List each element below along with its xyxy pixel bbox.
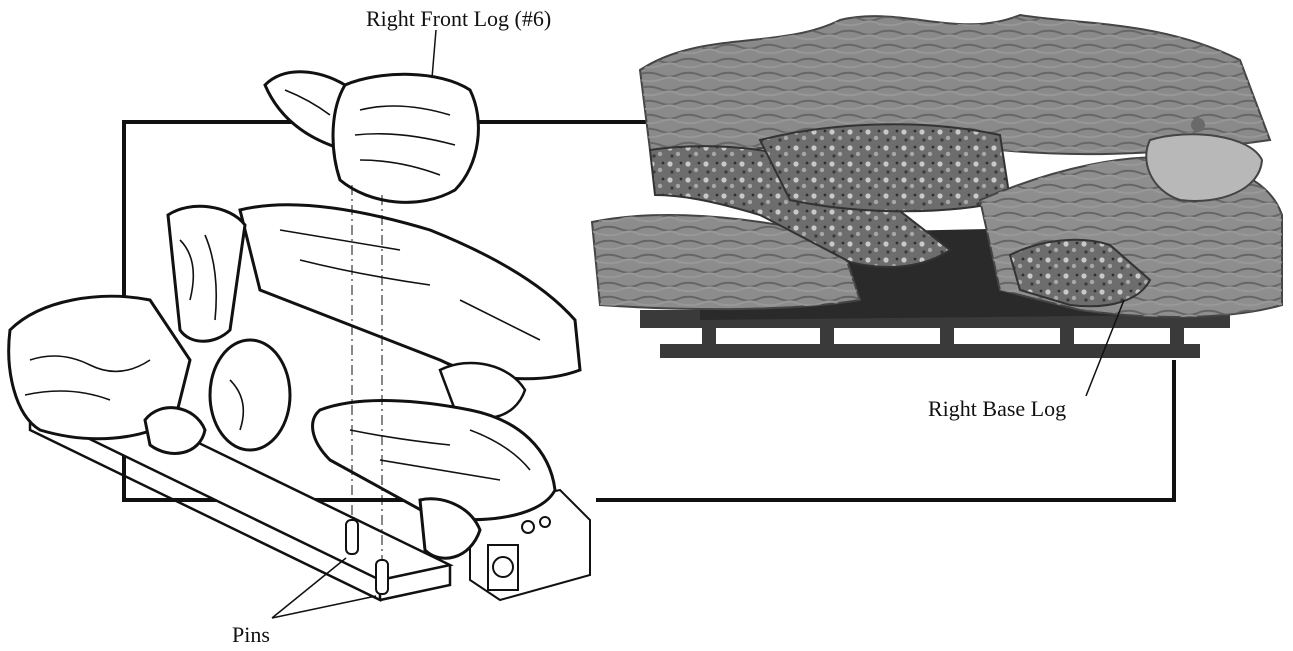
upright-log xyxy=(168,206,245,341)
right-front-log-leader xyxy=(432,30,436,78)
exploded-view-drawing xyxy=(9,205,590,600)
right-front-log-label: Right Front Log (#6) xyxy=(366,8,551,30)
right-base-log-label: Right Base Log xyxy=(928,398,1066,420)
pin-left xyxy=(346,520,358,554)
installed-logs-photo xyxy=(592,15,1282,358)
pin-right xyxy=(376,560,388,594)
right-front-log-6 xyxy=(265,72,478,203)
pins-label: Pins xyxy=(232,624,270,646)
center-log xyxy=(760,124,1010,211)
rear-log xyxy=(240,205,580,379)
burner-knob xyxy=(1191,118,1205,132)
round-log xyxy=(210,340,290,450)
stub-log xyxy=(145,408,205,454)
